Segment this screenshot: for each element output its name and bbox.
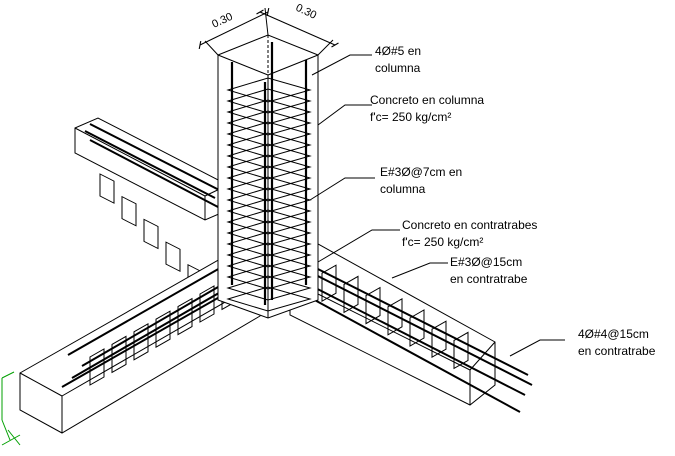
ucs-axis-icon <box>1 371 21 446</box>
beam-stirrup <box>89 348 105 386</box>
beam-right-front <box>289 243 533 413</box>
beam-stirrup <box>121 195 137 227</box>
leader-lines <box>309 54 565 357</box>
dimension-lines <box>198 7 339 56</box>
label-column-stirrups-line1: E#3Ø@7cm en <box>380 165 462 179</box>
column-stirrup <box>226 143 312 169</box>
column-stirrup <box>226 275 312 301</box>
column-stirrup <box>226 110 312 136</box>
beam-stirrup <box>143 218 159 250</box>
column-stirrup <box>226 132 312 158</box>
column-stirrup <box>226 220 312 246</box>
column-stirrup <box>226 198 312 224</box>
column-stirrup <box>226 264 312 290</box>
beam-left-front <box>19 247 269 434</box>
column-stirrup <box>226 121 312 147</box>
label-beam-concrete-line1: Concreto en contratrabes <box>402 218 537 232</box>
column-stirrup <box>226 165 312 191</box>
label-column-bars-line2: columna <box>375 61 421 75</box>
column <box>217 34 319 319</box>
beam-stirrup <box>165 241 181 272</box>
label-beam-bars-line1: 4Ø#4@15cm <box>578 327 649 341</box>
structure-group <box>19 7 565 434</box>
label-column-bars-line1: 4Ø#5 en <box>375 44 421 58</box>
label-beam-concrete-line2: f'c= 250 kg/cm² <box>402 235 483 249</box>
label-column-concrete-line2: f'c= 250 kg/cm² <box>370 110 451 124</box>
column-stirrup <box>226 88 312 114</box>
label-column-stirrups-line2: columna <box>380 182 426 196</box>
label-beam-stirrups-line2: en contratrabe <box>450 272 528 286</box>
column-stirrup <box>226 253 312 279</box>
column-stirrup <box>226 209 312 235</box>
column-stirrup <box>226 154 312 180</box>
column-stirrup <box>226 286 312 312</box>
dimension-width-label: 0.30 <box>210 11 234 31</box>
label-column-concrete-line1: Concreto en columna <box>370 93 484 107</box>
label-beam-stirrups-line1: E#3Ø@15cm <box>450 255 522 269</box>
beam-stirrup <box>99 173 115 204</box>
dimension-depth-label: 0.30 <box>294 2 318 22</box>
column-stirrup <box>226 176 312 202</box>
label-beam-bars-line2: en contratrabe <box>578 344 656 358</box>
column-stirrup <box>226 242 312 268</box>
column-stirrup <box>226 77 312 103</box>
column-stirrup <box>226 99 312 125</box>
column-stirrup <box>226 231 312 257</box>
